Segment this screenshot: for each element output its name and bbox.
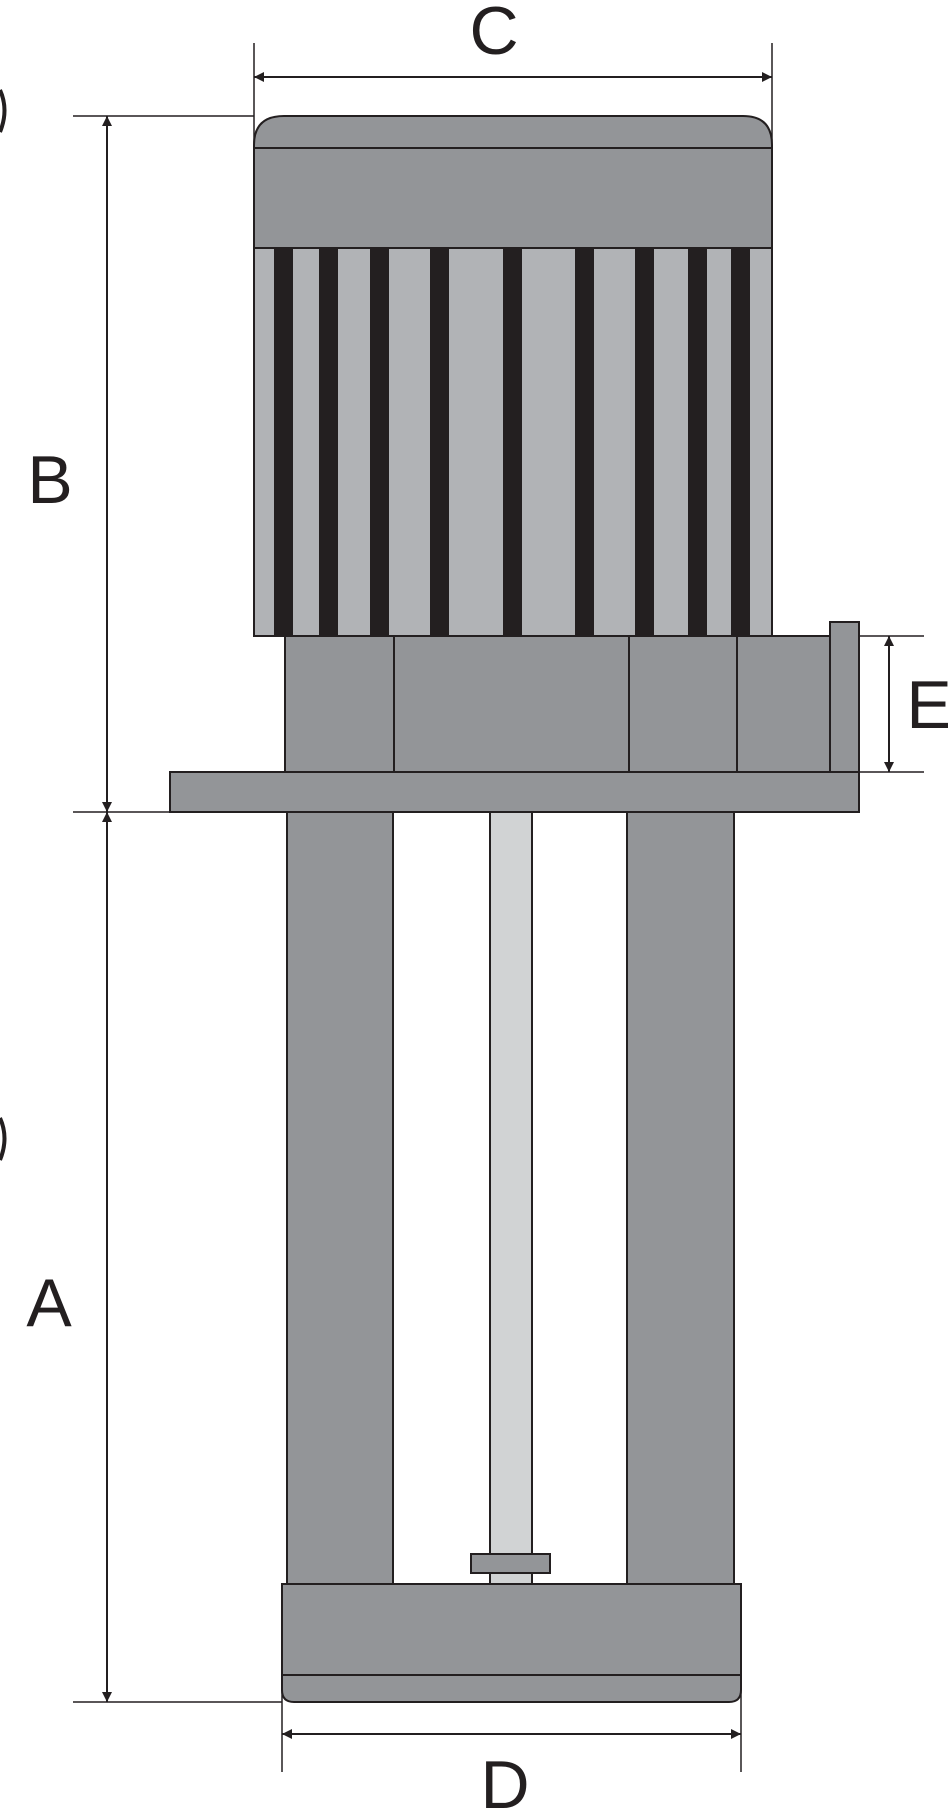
motor-top-cap: [253, 115, 773, 249]
outlet-tab: [829, 621, 860, 773]
impeller-collar: [470, 1553, 551, 1574]
cooling-fin: [731, 248, 750, 636]
support-column-left: [286, 811, 394, 1585]
cooling-fin: [370, 248, 389, 636]
dimension-a-label: A: [26, 1265, 72, 1341]
cooling-fin: [274, 248, 293, 636]
cooling-fin: [430, 248, 449, 636]
dimension-c-label: C: [469, 0, 518, 69]
cooling-fin: [503, 248, 522, 636]
cooling-fin: [575, 248, 594, 636]
cooling-fin: [688, 248, 707, 636]
dimension-d-label: D: [480, 1747, 529, 1810]
motor-lower-housing: [284, 635, 860, 773]
cooling-fin: [635, 248, 654, 636]
cooling-fin: [319, 248, 338, 636]
cooling-fins: [274, 248, 750, 636]
pump-base: [281, 1583, 742, 1703]
pump-shaft: [489, 811, 533, 1585]
dimension-e-label: E: [906, 667, 948, 743]
dimension-b-label: B: [27, 442, 72, 518]
edge-fragment-middle: [0, 1117, 7, 1161]
edge-fragment-top: [0, 89, 7, 133]
support-column-right: [626, 811, 735, 1585]
mounting-flange: [169, 771, 860, 813]
